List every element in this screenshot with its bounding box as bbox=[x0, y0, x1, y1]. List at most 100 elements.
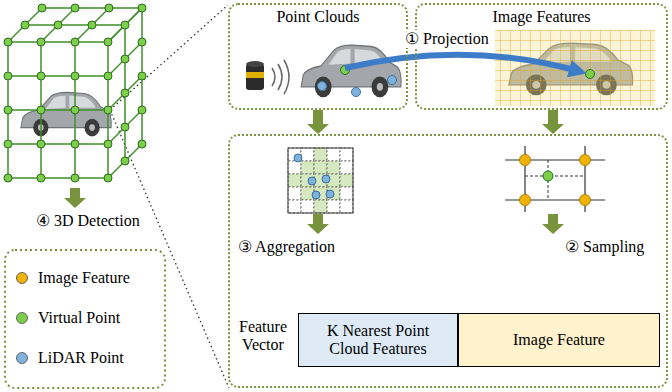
point-markers-part bbox=[352, 88, 361, 97]
virtual-point bbox=[71, 140, 79, 148]
lidar-point bbox=[294, 154, 302, 162]
virtual-point bbox=[121, 89, 129, 97]
grid-cell bbox=[327, 161, 340, 174]
grid-cell bbox=[314, 148, 327, 161]
sampling-diagram-part bbox=[543, 171, 553, 181]
cube-illustration-part bbox=[4, 4, 146, 182]
lattice-line bbox=[8, 143, 108, 145]
grid-cell bbox=[340, 148, 353, 161]
virtual-point bbox=[104, 72, 112, 80]
virtual-point bbox=[71, 106, 79, 114]
legend-swatch bbox=[16, 352, 28, 364]
sampling-diagram-part bbox=[580, 195, 591, 206]
grid-cell bbox=[340, 174, 353, 187]
panel-frame: Image Features bbox=[415, 3, 668, 110]
step-label: ② Sampling bbox=[565, 238, 644, 256]
virtual-point bbox=[4, 174, 12, 182]
virtual-point bbox=[71, 72, 79, 80]
lattice-line bbox=[8, 41, 108, 43]
panel-title: Image Features bbox=[417, 8, 666, 26]
lidar-point bbox=[312, 191, 320, 199]
legend-row: LiDAR Point bbox=[16, 348, 124, 368]
virtual-point bbox=[4, 38, 12, 46]
virtual-point bbox=[37, 38, 45, 46]
virtual-point bbox=[138, 140, 146, 148]
legend-text: Virtual Point bbox=[38, 309, 120, 327]
grid-cell bbox=[340, 200, 353, 213]
lidar-icon-part bbox=[284, 60, 289, 94]
virtual-point bbox=[104, 174, 112, 182]
leader-lines-part bbox=[110, 110, 229, 388]
virtual-point bbox=[104, 106, 112, 114]
step-arrow bbox=[64, 188, 86, 208]
flow-arrow bbox=[542, 110, 564, 134]
point-markers bbox=[318, 66, 397, 97]
lattice-line bbox=[8, 177, 108, 179]
virtual-point bbox=[71, 38, 79, 46]
virtual-point bbox=[105, 4, 113, 12]
step-arrow bbox=[542, 214, 564, 234]
lidar-icon-part bbox=[246, 64, 264, 90]
step-arrow bbox=[307, 214, 329, 234]
step-label: ③ Aggregation bbox=[238, 238, 335, 256]
legend-text: LiDAR Point bbox=[38, 349, 124, 367]
grid-cell bbox=[288, 161, 301, 174]
virtual-point bbox=[37, 174, 45, 182]
virtual-point bbox=[4, 140, 12, 148]
feature-box: Image Feature bbox=[458, 313, 660, 367]
lattice-line bbox=[42, 7, 142, 9]
image-illustration-part bbox=[586, 70, 595, 79]
virtual-point bbox=[138, 4, 146, 12]
panel-title: Point Clouds bbox=[230, 8, 406, 26]
sampling-diagram-part bbox=[580, 155, 591, 166]
grid-cell bbox=[301, 200, 314, 213]
grid-cell bbox=[314, 161, 327, 174]
sampling-diagram-part bbox=[520, 155, 531, 166]
virtual-point bbox=[138, 72, 146, 80]
grid-cell bbox=[301, 148, 314, 161]
point-markers-part bbox=[318, 82, 327, 91]
virtual-point bbox=[121, 157, 129, 165]
grid-cell bbox=[301, 161, 314, 174]
point-markers-part bbox=[388, 76, 397, 85]
virtual-point bbox=[88, 21, 96, 29]
lidar-icon-part bbox=[272, 68, 275, 86]
row-label: Feature Vector bbox=[232, 318, 294, 354]
virtual-point bbox=[121, 123, 129, 131]
cube-illustration bbox=[4, 4, 146, 182]
grid-cell bbox=[288, 200, 301, 213]
legend-swatch bbox=[16, 272, 28, 284]
box-text: Image Feature bbox=[513, 331, 605, 349]
virtual-point bbox=[4, 106, 12, 114]
aggregation-grid bbox=[288, 148, 353, 213]
virtual-point bbox=[121, 21, 129, 29]
lidar-icon-part bbox=[278, 64, 282, 90]
grid-cell bbox=[288, 148, 301, 161]
flow-arrow bbox=[307, 110, 329, 134]
virtual-point bbox=[71, 4, 79, 12]
feature-box: K Nearest Point Cloud Features bbox=[298, 313, 458, 367]
panel-frame: ③ Aggregation ② SamplingFeature VectorK N… bbox=[228, 134, 668, 388]
sampling-diagram-part bbox=[520, 195, 531, 206]
car-illustration-part bbox=[301, 45, 401, 97]
lidar-point bbox=[308, 177, 316, 185]
step-label: ④ 3D Detection bbox=[36, 212, 140, 230]
virtual-point bbox=[21, 21, 29, 29]
grid-cell bbox=[340, 161, 353, 174]
panel-frame: Point Clouds bbox=[228, 3, 408, 110]
lidar-point bbox=[326, 190, 334, 198]
grid-cell bbox=[327, 187, 340, 200]
legend-text: Image Feature bbox=[38, 269, 130, 287]
virtual-point bbox=[4, 72, 12, 80]
grid-cell bbox=[314, 200, 327, 213]
lattice-line bbox=[25, 24, 125, 26]
virtual-point bbox=[104, 38, 112, 46]
sampling-diagram bbox=[505, 146, 605, 212]
cube-illustration-part bbox=[21, 92, 111, 136]
lidar-icon-part bbox=[246, 61, 264, 67]
lidar-point bbox=[322, 175, 330, 183]
leader-lines bbox=[110, 5, 229, 388]
grid-cell bbox=[340, 187, 353, 200]
projection-arrow bbox=[345, 55, 578, 71]
